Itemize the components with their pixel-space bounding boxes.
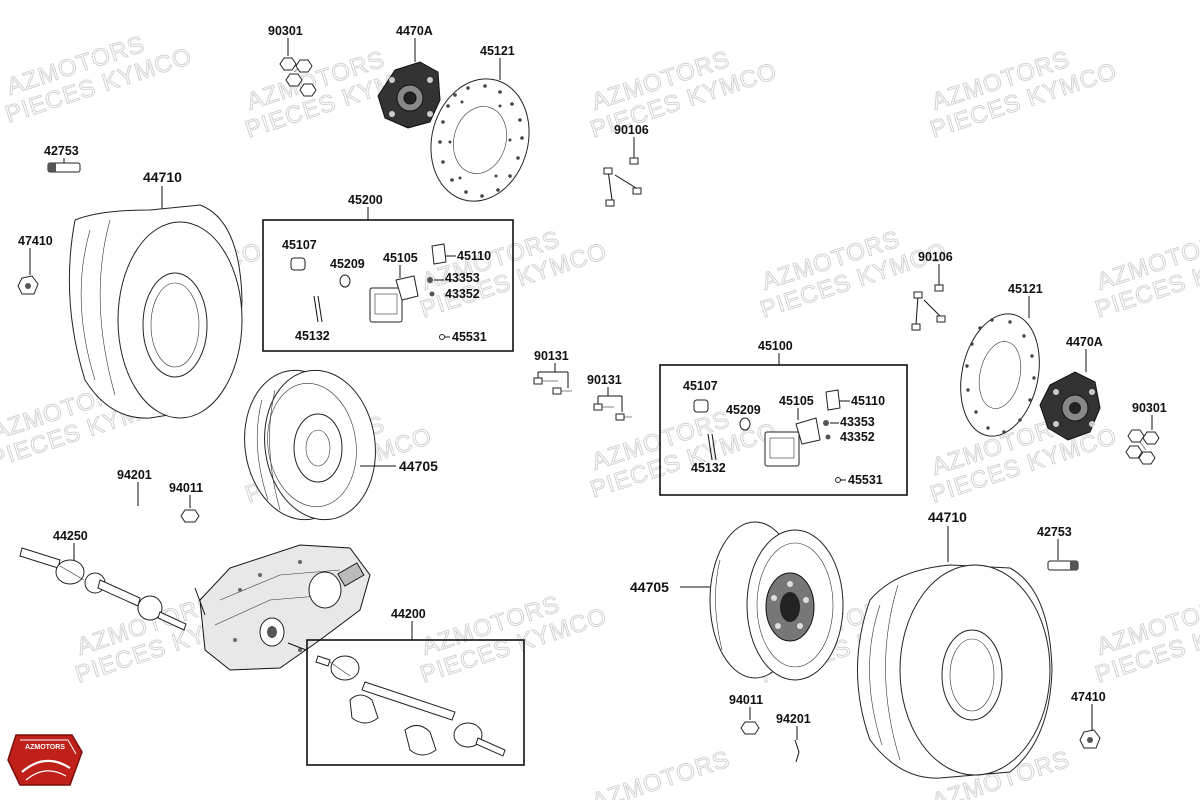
- part-label-4470A: 4470A: [1066, 335, 1103, 349]
- part-label-90131: 90131: [587, 373, 622, 387]
- logo-text: AZMOTORS: [25, 744, 65, 751]
- bolts-90131-b[interactable]: 90131: [587, 373, 632, 421]
- part-label-44250: 44250: [53, 529, 88, 543]
- azmotors-logo: AZMOTORS: [7, 734, 83, 786]
- part-label-94011: 94011: [729, 693, 763, 707]
- part-label-45200: 45200: [348, 193, 383, 207]
- part-label-45209: 45209: [330, 257, 365, 271]
- bolts-90106-right[interactable]: 90106: [911, 250, 953, 331]
- part-label-42753: 42753: [44, 144, 79, 158]
- pin-94201-left[interactable]: 94201: [117, 468, 152, 506]
- part-label-44200: 44200: [391, 607, 426, 621]
- part-label-94201: 94201: [117, 468, 152, 482]
- valve-cap-47410-right[interactable]: 47410: [1071, 690, 1106, 749]
- part-label-90106: 90106: [918, 250, 953, 264]
- part-label-90301: 90301: [1132, 401, 1167, 415]
- part-label-43353: 43353: [445, 271, 480, 285]
- part-label-45107: 45107: [683, 379, 718, 393]
- part-label-44705: 44705: [630, 579, 669, 595]
- pin-94201-right[interactable]: 94201: [776, 712, 811, 763]
- nuts-90301-right[interactable]: 90301: [1125, 401, 1167, 465]
- part-label-45121: 45121: [1008, 282, 1043, 296]
- final-drive-gearbox[interactable]: [194, 544, 371, 671]
- tire-44710-right[interactable]: 44710: [857, 509, 1053, 779]
- tire-44710-left[interactable]: 44710: [68, 169, 243, 419]
- bolts-90131-a[interactable]: 90131: [533, 349, 572, 395]
- caliper-group-45200[interactable]: 45200 45107 45209 45105 45110 43353 4335…: [262, 193, 514, 352]
- rim-44705-left[interactable]: 44705: [235, 363, 438, 527]
- valve-42753-right[interactable]: 42753: [1037, 525, 1079, 571]
- brake-disc-45121-right[interactable]: 45121: [950, 282, 1050, 444]
- part-label-47410: 47410: [1071, 690, 1106, 704]
- part-label-45132: 45132: [295, 329, 330, 343]
- part-label-43352: 43352: [445, 287, 480, 301]
- nut-94011-right[interactable]: 94011: [729, 693, 763, 735]
- part-label-4470A: 4470A: [396, 24, 433, 38]
- part-label-45132: 45132: [691, 461, 726, 475]
- part-label-43352: 43352: [840, 430, 875, 444]
- bolts-90106-top[interactable]: 90106: [603, 123, 649, 207]
- part-label-94011: 94011: [169, 481, 203, 495]
- part-label-45110: 45110: [457, 249, 491, 263]
- part-label-45531: 45531: [452, 330, 487, 344]
- part-label-45121: 45121: [480, 44, 515, 58]
- part-label-44710: 44710: [928, 509, 967, 525]
- part-label-47410: 47410: [18, 234, 53, 248]
- part-label-42753: 42753: [1037, 525, 1072, 539]
- part-label-90131: 90131: [534, 349, 569, 363]
- part-label-45531: 45531: [848, 473, 883, 487]
- valve-42753-left[interactable]: 42753: [44, 144, 81, 173]
- valve-cap-47410-left[interactable]: 47410: [17, 234, 53, 295]
- part-label-44710: 44710: [143, 169, 182, 185]
- part-label-45209: 45209: [726, 403, 761, 417]
- part-label-44705: 44705: [399, 458, 438, 474]
- part-label-94201: 94201: [776, 712, 811, 726]
- watermark-line1: AZMOTORS: [589, 746, 734, 800]
- part-label-45107: 45107: [282, 238, 317, 252]
- nut-94011-left[interactable]: 94011: [169, 481, 203, 523]
- drive-shaft-44250[interactable]: 44250: [19, 529, 187, 631]
- part-label-45105: 45105: [383, 251, 418, 265]
- hub-4470A-top[interactable]: 4470A: [377, 24, 441, 129]
- part-label-90106: 90106: [614, 123, 649, 137]
- nuts-90301-top[interactable]: 90301: [268, 24, 317, 97]
- part-label-45110: 45110: [851, 394, 885, 408]
- rim-44705-right[interactable]: 44705: [630, 521, 844, 681]
- caliper-group-45100[interactable]: 45100 45107 45209 45105 45110 43353 4335…: [659, 339, 908, 496]
- brake-disc-45121-top[interactable]: 45121: [418, 44, 543, 212]
- drive-shaft-group-44200[interactable]: 44200: [287, 607, 525, 766]
- part-label-45100: 45100: [758, 339, 793, 353]
- part-label-45105: 45105: [779, 394, 814, 408]
- part-label-90301: 90301: [268, 24, 303, 38]
- part-label-43353: 43353: [840, 415, 875, 429]
- hub-4470A-right[interactable]: 4470A: [1039, 335, 1103, 441]
